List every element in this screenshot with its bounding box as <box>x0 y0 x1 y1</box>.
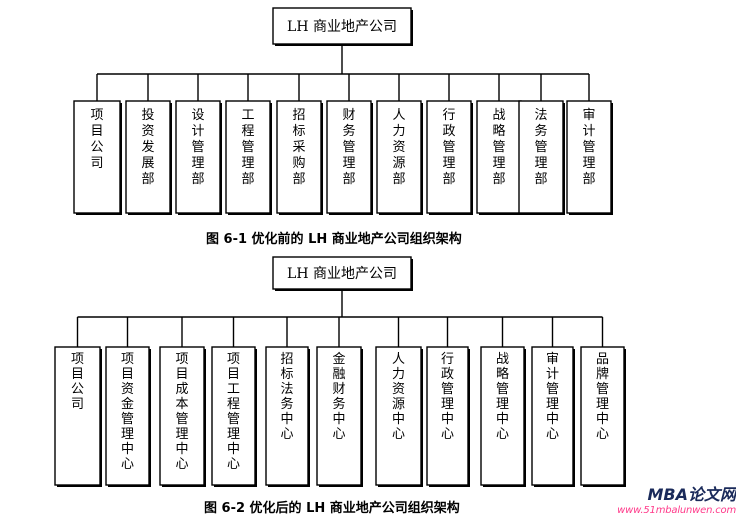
chart2-dept-label: 品牌管理中心 <box>596 352 609 442</box>
chart1-dept-box <box>73 100 121 214</box>
chart1-dept-box <box>326 100 372 214</box>
chart2-dept-label: 审计管理中心 <box>546 352 559 442</box>
chart2-dept-label: 项目资金管理中心 <box>121 352 134 472</box>
chart1-dept-box <box>175 100 221 214</box>
chart2-dept-box <box>105 346 150 486</box>
chart2-dept-label: 行政管理中心 <box>441 352 454 442</box>
chart1-root-label: LH 商业地产公司 <box>287 19 397 35</box>
figure-caption-6-1: 图 6-1 优化前的 LH 商业地产公司组织架构 <box>206 232 462 247</box>
chart1-dept-label: 人力资源部 <box>392 108 405 187</box>
chart1-dept-box <box>225 100 271 214</box>
chart1-dept-label: 项目公司 <box>90 108 103 171</box>
chart2-dept-box <box>426 346 469 486</box>
watermark-title: MBA论文网 <box>647 485 736 504</box>
chart1-dept-box <box>426 100 472 214</box>
chart2-dept-box <box>316 346 362 486</box>
chart1-dept-label: 行政管理部 <box>442 108 455 187</box>
chart1-dept-label: 战略管理部 <box>492 108 505 187</box>
chart2-dept-box <box>159 346 205 486</box>
chart1-dept-box <box>125 100 171 214</box>
chart2-dept-label: 招标法务中心 <box>280 352 293 442</box>
chart1-dept-label: 法务管理部 <box>534 108 547 187</box>
chart1-dept-label: 财务管理部 <box>342 108 355 187</box>
chart1-dept-label: 设计管理部 <box>191 108 204 187</box>
chart2-dept-box <box>265 346 309 486</box>
chart1-dept-box <box>566 100 612 214</box>
chart2-dept-box <box>531 346 574 486</box>
chart2-root-label: LH 商业地产公司 <box>287 266 397 282</box>
chart1-dept-box <box>518 100 564 214</box>
chart1-dept-box <box>376 100 422 214</box>
chart2-dept-box <box>375 346 422 486</box>
chart2-dept-box <box>580 346 625 486</box>
chart2-dept-box <box>211 346 256 486</box>
watermark-url: www.51mbalunwen.com <box>617 505 736 516</box>
chart1-dept-label: 工程管理部 <box>241 108 254 187</box>
chart1-dept-label: 投资发展部 <box>141 107 154 187</box>
mba-watermark-logo: MBA论文网 www.51mbalunwen.com <box>586 486 736 517</box>
chart2-dept-label: 人力资源中心 <box>392 352 405 442</box>
chart2-dept-label: 战略管理中心 <box>496 352 509 442</box>
chart1-dept-box <box>276 100 322 214</box>
chart1-root-box <box>272 7 412 45</box>
chart1-dept-label: 审计管理部 <box>582 108 595 187</box>
chart2-dept-label: 金融财务中心 <box>332 351 345 442</box>
chart1-dept-label: 招标采购部 <box>292 108 305 187</box>
figure-caption-6-2: 图 6-2 优化后的 LH 商业地产公司组织架构 <box>204 501 460 516</box>
chart2-dept-label: 项目工程管理中心 <box>227 352 240 472</box>
chart2-dept-box <box>54 346 101 486</box>
chart2-dept-label: 项目成本管理中心 <box>175 352 188 472</box>
chart2-dept-label: 项目公司 <box>71 352 84 412</box>
chart2-dept-box <box>480 346 525 486</box>
